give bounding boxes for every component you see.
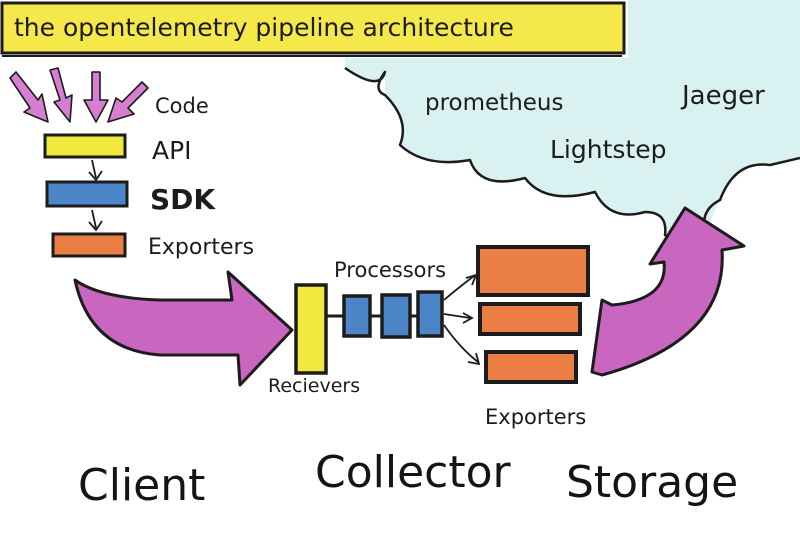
fanout-arrow-bottom — [443, 324, 479, 363]
sdk-layer-label: SDK — [150, 183, 216, 216]
exporter-block-3 — [484, 350, 578, 384]
exporter-block-1 — [476, 245, 590, 297]
code-arrow-1 — [9, 71, 49, 123]
fanout-arrow-top — [443, 275, 475, 301]
collector-section-label: Collector — [315, 447, 512, 498]
client-section-label: Client — [78, 460, 205, 511]
storage-cloud: prometheus Lightstep Jaeger — [344, 0, 800, 243]
api-layer-block — [43, 133, 127, 159]
collector-exporters — [476, 245, 590, 384]
api-layer-label: API — [152, 136, 192, 165]
sdk-exporter-arrowhead — [88, 220, 103, 232]
exporters-layer-label: Exporters — [148, 235, 254, 260]
fanout-arrowhead-middle — [462, 312, 474, 324]
processor-block-3 — [416, 290, 444, 338]
api-sdk-arrow — [91, 159, 97, 179]
fanout-arrowhead-bottom — [467, 352, 481, 366]
code-arrow-4 — [107, 81, 149, 123]
backend-lightstep: Lightstep — [550, 135, 666, 164]
diagram-title: the opentelemetry pipeline architecture — [14, 13, 514, 42]
exporter-block-2 — [478, 302, 582, 336]
client-to-collector-arrow — [73, 270, 294, 387]
api-sdk-arrowhead — [88, 170, 103, 182]
storage-section-label: Storage — [566, 457, 738, 508]
exporters-layer-block — [51, 232, 127, 258]
client-stack: API SDK Exporters — [43, 133, 254, 260]
code-arrow-2 — [49, 67, 73, 123]
title-banner: the opentelemetry pipeline architecture — [0, 1, 626, 57]
processor-chain — [326, 290, 444, 339]
processor-block-2 — [380, 293, 412, 339]
exporter-fanout-arrows — [443, 273, 481, 366]
processor-block-1 — [342, 294, 372, 338]
sdk-layer-block — [45, 180, 129, 208]
cloud-fill — [345, 0, 800, 242]
processors-label: Processors — [334, 258, 446, 282]
fanout-arrow-middle — [443, 313, 471, 319]
code-arrow-3 — [83, 71, 109, 123]
collector-exporters-label: Exporters — [485, 405, 586, 429]
title-background — [0, 1, 626, 55]
code-label: Code — [155, 94, 209, 118]
receiver-block — [294, 283, 328, 375]
collector-to-storage-arrow — [590, 206, 746, 377]
sdk-exporter-arrow — [91, 209, 97, 229]
code-input-arrows — [9, 67, 149, 123]
backend-jaeger: Jaeger — [680, 81, 765, 111]
receivers-label: Recievers — [268, 375, 360, 397]
backend-prometheus: prometheus — [425, 90, 563, 116]
